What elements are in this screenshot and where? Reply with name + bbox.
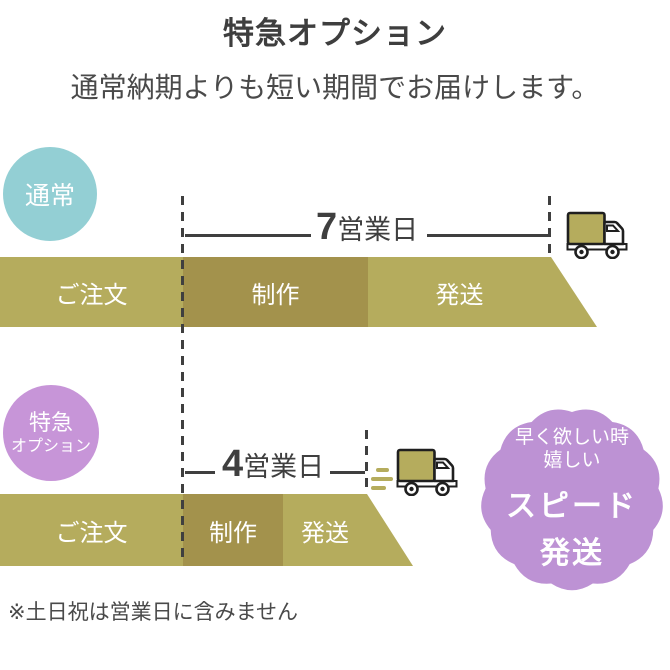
normal-process-bar: ご注文 制作 発送 bbox=[0, 257, 597, 327]
speed-shipping-badge-text: 早く欲しい時 嬉しい スピード 発送 bbox=[472, 399, 670, 599]
express-lane-label-line1: 特急 bbox=[28, 410, 73, 436]
speed-shipping-badge: 早く欲しい時 嬉しい スピード 発送 bbox=[472, 399, 670, 599]
badge-line1: 早く欲しい時 bbox=[514, 426, 629, 448]
express-end-dashed-line bbox=[365, 430, 368, 494]
normal-duration-line-left bbox=[185, 234, 311, 237]
express-duration-line-right bbox=[330, 471, 365, 474]
express-lane-badge: 特急 オプション bbox=[3, 385, 99, 481]
page-subtitle: 通常納期よりも短い期間でお届けします。 bbox=[70, 72, 600, 103]
normal-step-production: 制作 bbox=[251, 281, 300, 309]
speed-lines-icon bbox=[376, 468, 389, 472]
normal-step-order: ご注文 bbox=[55, 281, 128, 309]
footnote: ※土日祝は営業日に含みません bbox=[8, 601, 298, 624]
order-start-dashed-line bbox=[181, 196, 184, 564]
normal-duration-number: 7 bbox=[316, 206, 338, 248]
express-duration-number: 4 bbox=[222, 443, 244, 485]
express-truck-icon bbox=[392, 448, 459, 496]
speed-lines-icon bbox=[371, 486, 386, 490]
express-process-bar: ご注文 制作 発送 bbox=[0, 494, 413, 566]
badge-line2: 嬉しい bbox=[543, 450, 601, 471]
normal-truck-icon bbox=[562, 211, 629, 259]
normal-step-shipping: 発送 bbox=[435, 281, 484, 309]
normal-duration-line-right bbox=[427, 234, 550, 237]
normal-duration-unit: 営業日 bbox=[337, 215, 419, 245]
badge-line3: スピード bbox=[506, 490, 638, 524]
express-duration-line-left bbox=[185, 471, 215, 474]
badge-line4: 発送 bbox=[540, 537, 604, 571]
express-duration-unit: 営業日 bbox=[243, 452, 325, 482]
speed-lines-icon bbox=[371, 477, 393, 481]
scalloped-seal-icon bbox=[481, 409, 663, 591]
normal-lane-label: 通常 bbox=[24, 182, 75, 210]
express-step-order: ご注文 bbox=[55, 519, 128, 547]
page-title: 特急オプション bbox=[223, 16, 447, 51]
express-step-production: 制作 bbox=[209, 519, 257, 547]
express-lane-label-line2: オプション bbox=[10, 437, 91, 455]
normal-lane-badge: 通常 bbox=[3, 147, 97, 241]
normal-end-dashed-line bbox=[548, 196, 551, 257]
express-step-shipping: 発送 bbox=[301, 519, 349, 547]
